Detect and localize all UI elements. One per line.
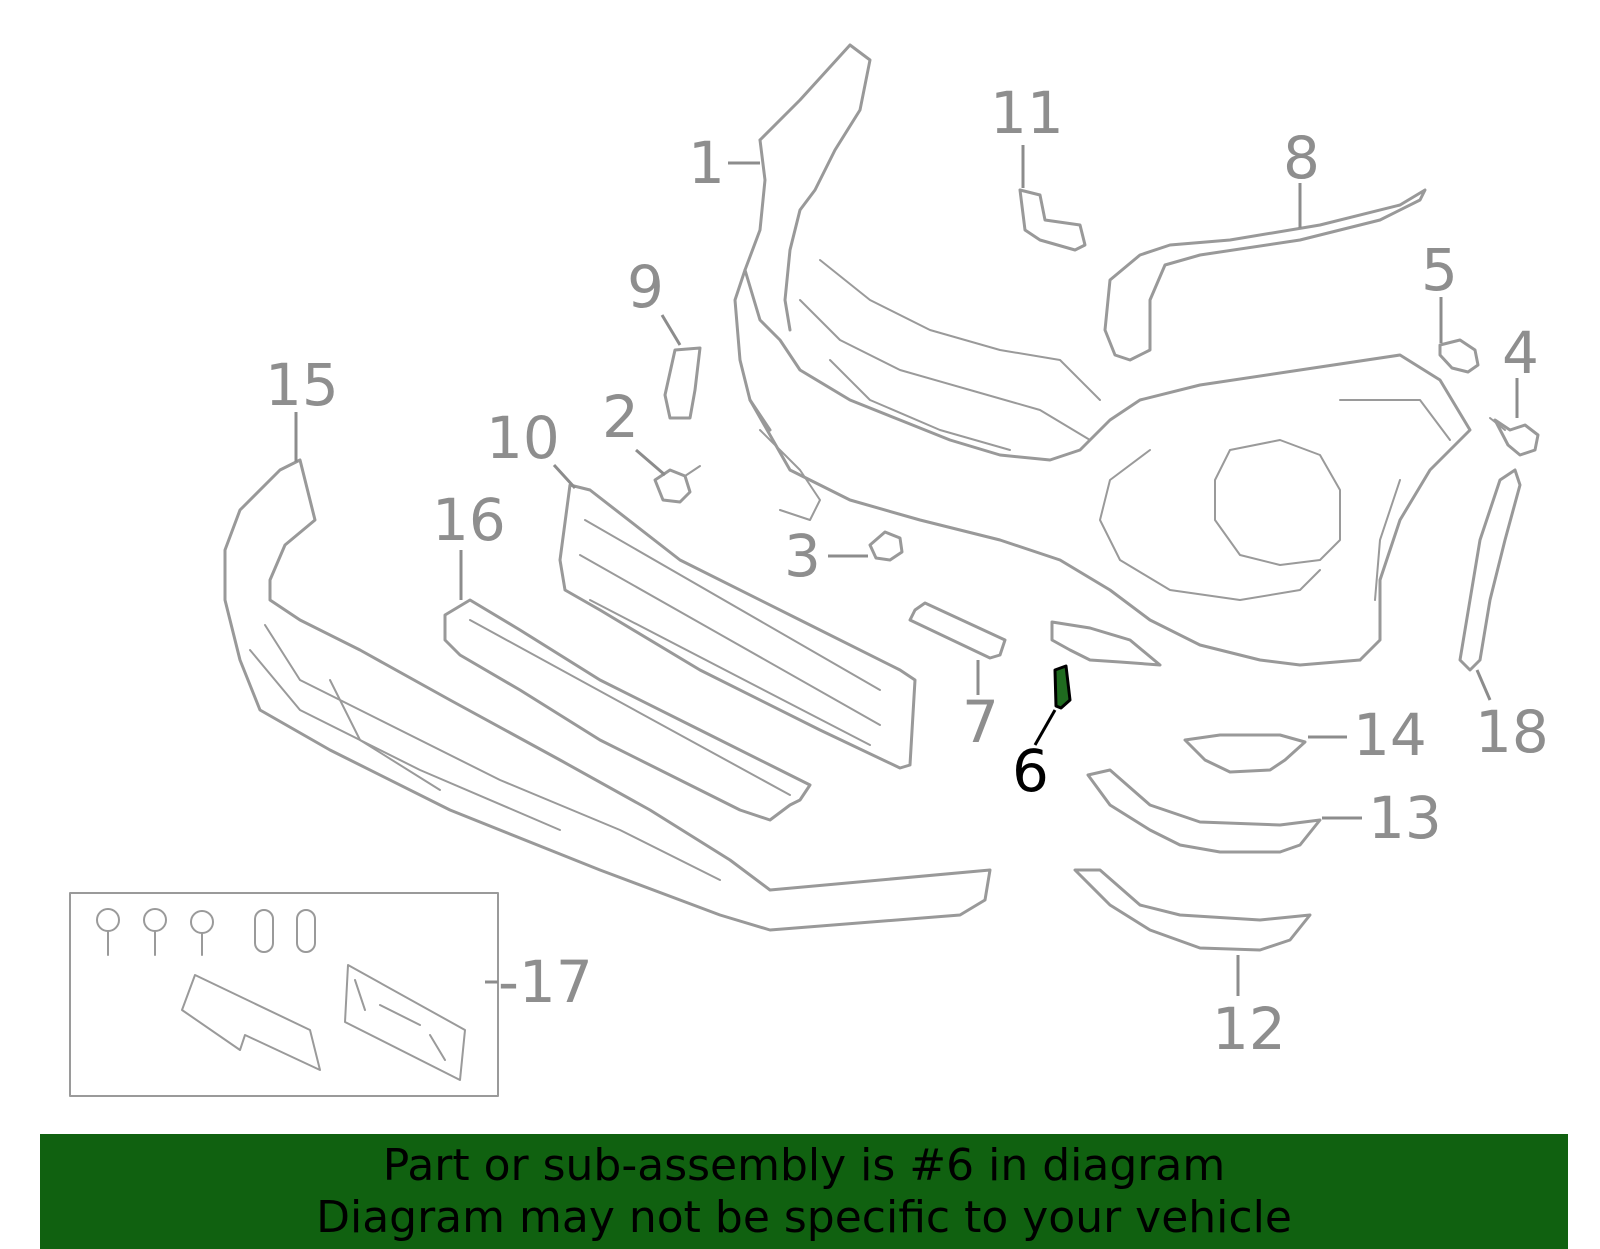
part-12-lower-bezel: [1073, 868, 1312, 952]
callout-11: 11: [990, 79, 1064, 147]
part-10-lower-grille: [558, 483, 917, 770]
part-15-lower-cover: [223, 458, 992, 932]
info-banner: Part or sub-assembly is #6 in diagram Di…: [40, 1134, 1568, 1249]
callout-14: 14: [1353, 701, 1427, 769]
callout-15: 15: [265, 351, 339, 419]
callout-7: 7: [962, 688, 999, 756]
bumper-lower-bracket: [1050, 620, 1162, 667]
part-11-bracket: [1018, 188, 1087, 252]
callout-2: 2: [602, 383, 639, 451]
banner-line-2: Diagram may not be specific to your vehi…: [316, 1191, 1292, 1243]
banner-line-1: Part or sub-assembly is #6 in diagram: [382, 1139, 1226, 1191]
callout-18: 18: [1475, 698, 1549, 766]
part-5-push-clip: [1438, 338, 1480, 374]
part-14-fog-bezel-insert: [1183, 733, 1307, 774]
part-4-screw: [1489, 417, 1540, 457]
part-17-hardware-kit: [69, 892, 499, 1097]
callout-3: 3: [784, 522, 821, 590]
part-13-bezel: [1086, 768, 1322, 854]
callout-12: 12: [1212, 995, 1286, 1063]
part-1-bumper-cover: [733, 43, 1472, 667]
callout-9: 9: [627, 253, 664, 321]
callout-10: 10: [486, 404, 560, 472]
callout-17: -17: [498, 948, 593, 1016]
part-9-bracket: [663, 346, 702, 420]
callout-4: 4: [1502, 319, 1539, 387]
part-8-upper-molding: [1103, 188, 1427, 362]
callout-5: 5: [1421, 236, 1458, 304]
callout-6: 6: [1012, 737, 1049, 805]
part-16-absorber: [443, 598, 812, 822]
part-6-spacer: [1053, 664, 1072, 710]
part-18-side-molding: [1458, 468, 1522, 672]
leader-lines: [294, 145, 1519, 996]
part-2-bolt: [653, 465, 701, 504]
part-7-strip: [908, 601, 1007, 660]
callout-16: 16: [432, 486, 506, 554]
callout-1: 1: [688, 129, 725, 197]
callout-8: 8: [1283, 124, 1320, 192]
callout-13: 13: [1368, 784, 1442, 852]
part-3-bolt: [868, 530, 904, 562]
